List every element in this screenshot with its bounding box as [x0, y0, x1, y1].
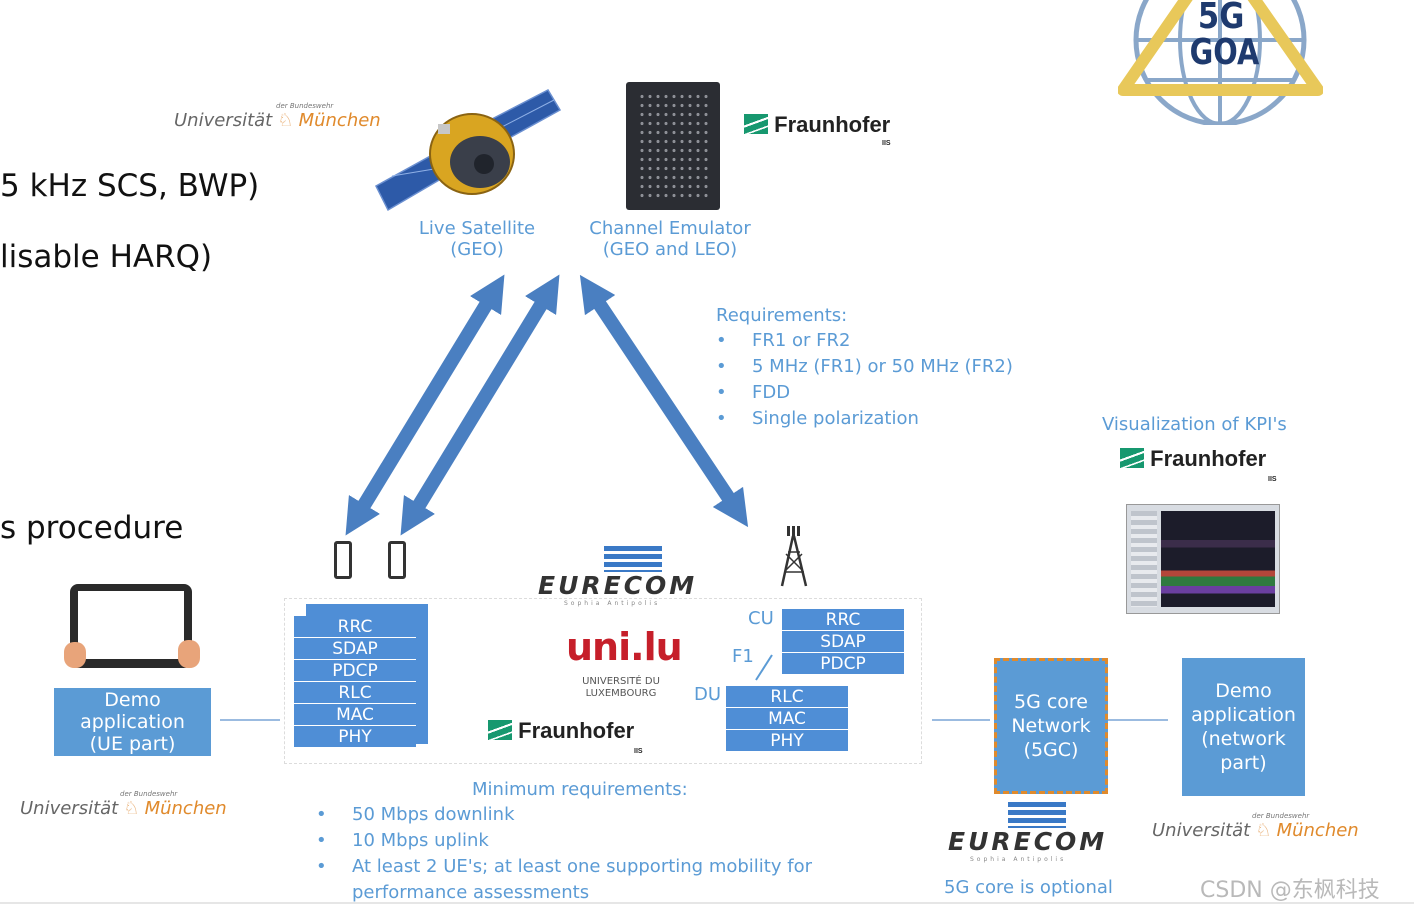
min-requirements-continuation: performance assessments: [352, 882, 590, 903]
du-label: DU: [694, 684, 722, 705]
f1-divider: [755, 654, 773, 681]
du-stack-rlc: RLC: [726, 686, 848, 708]
tablet-image: [64, 584, 204, 676]
du-protocol-stack: RLC MAC PHY: [726, 686, 848, 752]
cu-label: CU: [748, 608, 774, 629]
ue-stack-phy: PHY: [294, 726, 416, 748]
requirements-title: Requirements:: [716, 305, 848, 326]
emulator-caption: Channel Emulator (GEO and LEO): [589, 218, 751, 260]
unibw-emblem-icon: ♘: [277, 110, 294, 131]
phone-icon: [388, 541, 406, 579]
globe-icon: [1117, 0, 1324, 127]
satellite-image: [372, 88, 564, 216]
unibw-emblem-icon: ♘: [123, 798, 140, 819]
fraunhofer-icon: [488, 720, 512, 740]
antenna-tower-icon: [778, 524, 810, 588]
ue-stack-pdcp: PDCP: [294, 660, 416, 682]
du-stack-phy: PHY: [726, 730, 848, 752]
list-item: 10 Mbps uplink: [316, 828, 812, 854]
unibw-emblem-icon: ♘: [1255, 820, 1272, 841]
slide-text-line1: 5 kHz SCS, BWP): [0, 168, 260, 204]
eurecom-stripes-icon: [604, 546, 662, 572]
ue-stack-rlc: RLC: [294, 682, 416, 704]
fraunhofer-icon: [744, 114, 768, 134]
5g-goa-logo: 5G GOA: [1117, 0, 1324, 127]
arrow-gnb-satellite: [579, 274, 749, 528]
eurecom-logo-center: EURECOM Sophia Antipolis: [538, 546, 714, 607]
phone-icon: [334, 541, 352, 579]
fraunhofer-icon: [1120, 448, 1144, 468]
min-requirements-block: Minimum requirements: 50 Mbps downlink 1…: [316, 778, 812, 906]
arrow-ue2-satellite: [400, 274, 560, 536]
f1-label: F1: [732, 646, 754, 667]
satellite-caption: Live Satellite (GEO): [418, 218, 536, 260]
ue-stack-rrc: RRC: [294, 616, 416, 638]
fraunhofer-logo-top: Fraunhofer IIS: [744, 112, 891, 147]
csdn-watermark: CSDN @东枫科技: [1200, 878, 1380, 903]
kpi-screenshot-image: [1126, 504, 1280, 614]
hand-icon: [178, 640, 200, 668]
core-network-box: 5G core Network (5GC): [994, 658, 1108, 794]
ue-stack-mac: MAC: [294, 704, 416, 726]
slide-text-line3: s procedure: [0, 510, 184, 546]
channel-emulator-image: [626, 82, 720, 210]
ue-protocol-stack: RRC SDAP PDCP RLC MAC PHY: [294, 616, 416, 748]
core-optional-note: 5G core is optional: [944, 877, 1113, 898]
demo-app-network-box: Demo application (network part): [1182, 658, 1305, 796]
5g-logo-text: 5G: [1197, 0, 1245, 37]
ran-dashed-region: [284, 598, 922, 764]
hand-icon: [64, 642, 86, 668]
demo-app-ue-box: Demo application (UE part): [54, 688, 211, 756]
eurecom-stripes-icon: [1008, 802, 1066, 828]
cu-protocol-stack: RRC SDAP PDCP: [782, 609, 904, 675]
list-item: At least 2 UE's; at least one supporting…: [316, 854, 812, 880]
cu-stack-rrc: RRC: [782, 609, 904, 631]
slide-text-line2: lisable HARQ): [0, 239, 213, 275]
unibw-logo-bottom-left: Universität ♘ München der Bundeswehr: [20, 790, 227, 819]
footer-divider: [0, 902, 1414, 904]
cu-stack-sdap: SDAP: [782, 631, 904, 653]
unilu-logo: uni.lu UNIVERSITÉ DU LUXEMBOURG: [566, 625, 683, 699]
fraunhofer-logo-center: Fraunhofer IIS: [488, 718, 643, 755]
fraunhofer-logo-kpi: Fraunhofer IIS: [1120, 446, 1277, 483]
min-requirements-list: 50 Mbps downlink 10 Mbps uplink At least…: [316, 802, 812, 880]
kpi-title: Visualization of KPI's: [1102, 414, 1287, 435]
list-item: 50 Mbps downlink: [316, 802, 812, 828]
cu-stack-pdcp: PDCP: [782, 653, 904, 675]
unibw-logo-top: Universität ♘ München der Bundeswehr: [174, 102, 381, 131]
du-stack-mac: MAC: [726, 708, 848, 730]
unibw-logo-bottom-right: Universität ♘ München der Bundeswehr: [1152, 812, 1359, 841]
eurecom-logo-bottom: EURECOM Sophia Antipolis: [948, 802, 1124, 863]
min-requirements-title: Minimum requirements:: [472, 779, 688, 800]
goa-logo-text: GOA: [1189, 32, 1260, 73]
ue-stack-sdap: SDAP: [294, 638, 416, 660]
